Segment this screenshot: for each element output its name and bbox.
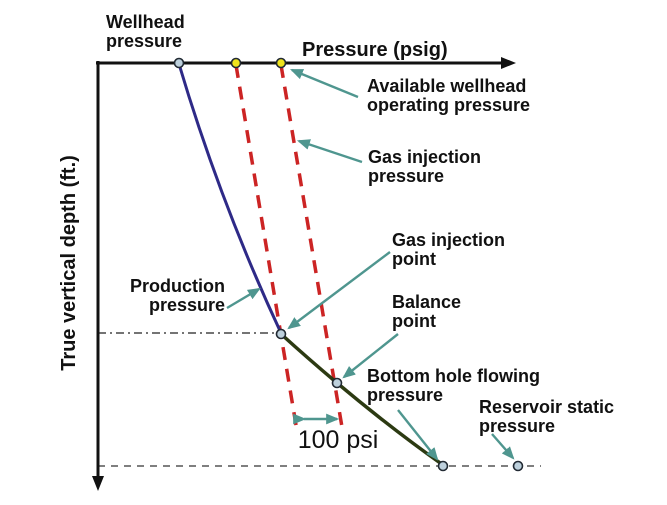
y-axis-arrowhead-icon [92, 476, 104, 491]
reservoir-static-arrow [491, 433, 515, 460]
production-pressure-label-line2: pressure [148, 295, 225, 315]
available-whp-label: Available wellhead operating pressure [367, 77, 530, 115]
y-axis-title: True vertical depth (ft.) [58, 155, 80, 371]
available-whp-arrow [289, 68, 359, 99]
gas-injection-point-label-line2: point [392, 249, 436, 269]
surface-injection-minus-100-point [230, 57, 242, 69]
bottom-hole-flowing-label-line2: pressure [367, 385, 444, 405]
reservoir-static-point [512, 460, 524, 472]
gas-injection-pressure-label-line2: pressure [368, 166, 445, 186]
reservoir-static-label-line2: pressure [479, 416, 556, 436]
gas-injection-point-marker [275, 328, 287, 340]
flowing-gradient-curve [279, 332, 445, 467]
psi-gap-label: 100 psi [297, 426, 379, 454]
reservoir-static-label: Reservoir static pressure [479, 398, 614, 436]
gas-injection-pressure-arrow [296, 139, 363, 164]
bottom-hole-flowing-point [437, 460, 449, 472]
wellhead-pressure-point [173, 57, 185, 69]
available-whp-label-line2: operating pressure [367, 95, 531, 115]
wellhead-pressure-label-line2: pressure [106, 31, 183, 51]
balance-point-marker [331, 377, 343, 389]
production-pressure-curve [177, 63, 283, 334]
balance-point-arrow [342, 333, 399, 379]
bottom-hole-arrow [397, 409, 439, 461]
available-whp-point [275, 57, 287, 69]
gas-injection-pressure-minus-100-line [234, 64, 299, 432]
x-axis-arrowhead-icon [501, 57, 516, 69]
balance-point-label-line1: Balance [392, 292, 462, 312]
available-whp-label-line1: Available wellhead [367, 76, 527, 96]
production-pressure-label-line1: Production [130, 276, 225, 296]
wellhead-pressure-label-line1: Wellhead [106, 12, 185, 32]
reservoir-static-label-line1: Reservoir static [479, 397, 615, 417]
wellhead-pressure-label: Wellhead pressure [106, 13, 185, 51]
gas-injection-point-label-line1: Gas injection [392, 230, 506, 250]
gas-injection-point-label: Gas injection point [392, 231, 505, 269]
bottom-hole-flowing-label-line1: Bottom hole flowing [367, 366, 540, 386]
gas-injection-pressure-label-line1: Gas injection [368, 147, 482, 167]
x-axis-title: Pressure (psig) [302, 39, 448, 61]
gas-injection-point-arrow [287, 251, 391, 330]
balance-point-label: Balance point [392, 293, 461, 331]
production-pressure-arrow [226, 287, 261, 310]
gas-injection-pressure-label: Gas injection pressure [368, 148, 481, 186]
bottom-hole-flowing-label: Bottom hole flowing pressure [367, 367, 540, 405]
gas-injection-pressure-line [279, 64, 345, 434]
production-pressure-label: Production pressure [100, 277, 225, 315]
balance-point-label-line2: point [392, 311, 436, 331]
